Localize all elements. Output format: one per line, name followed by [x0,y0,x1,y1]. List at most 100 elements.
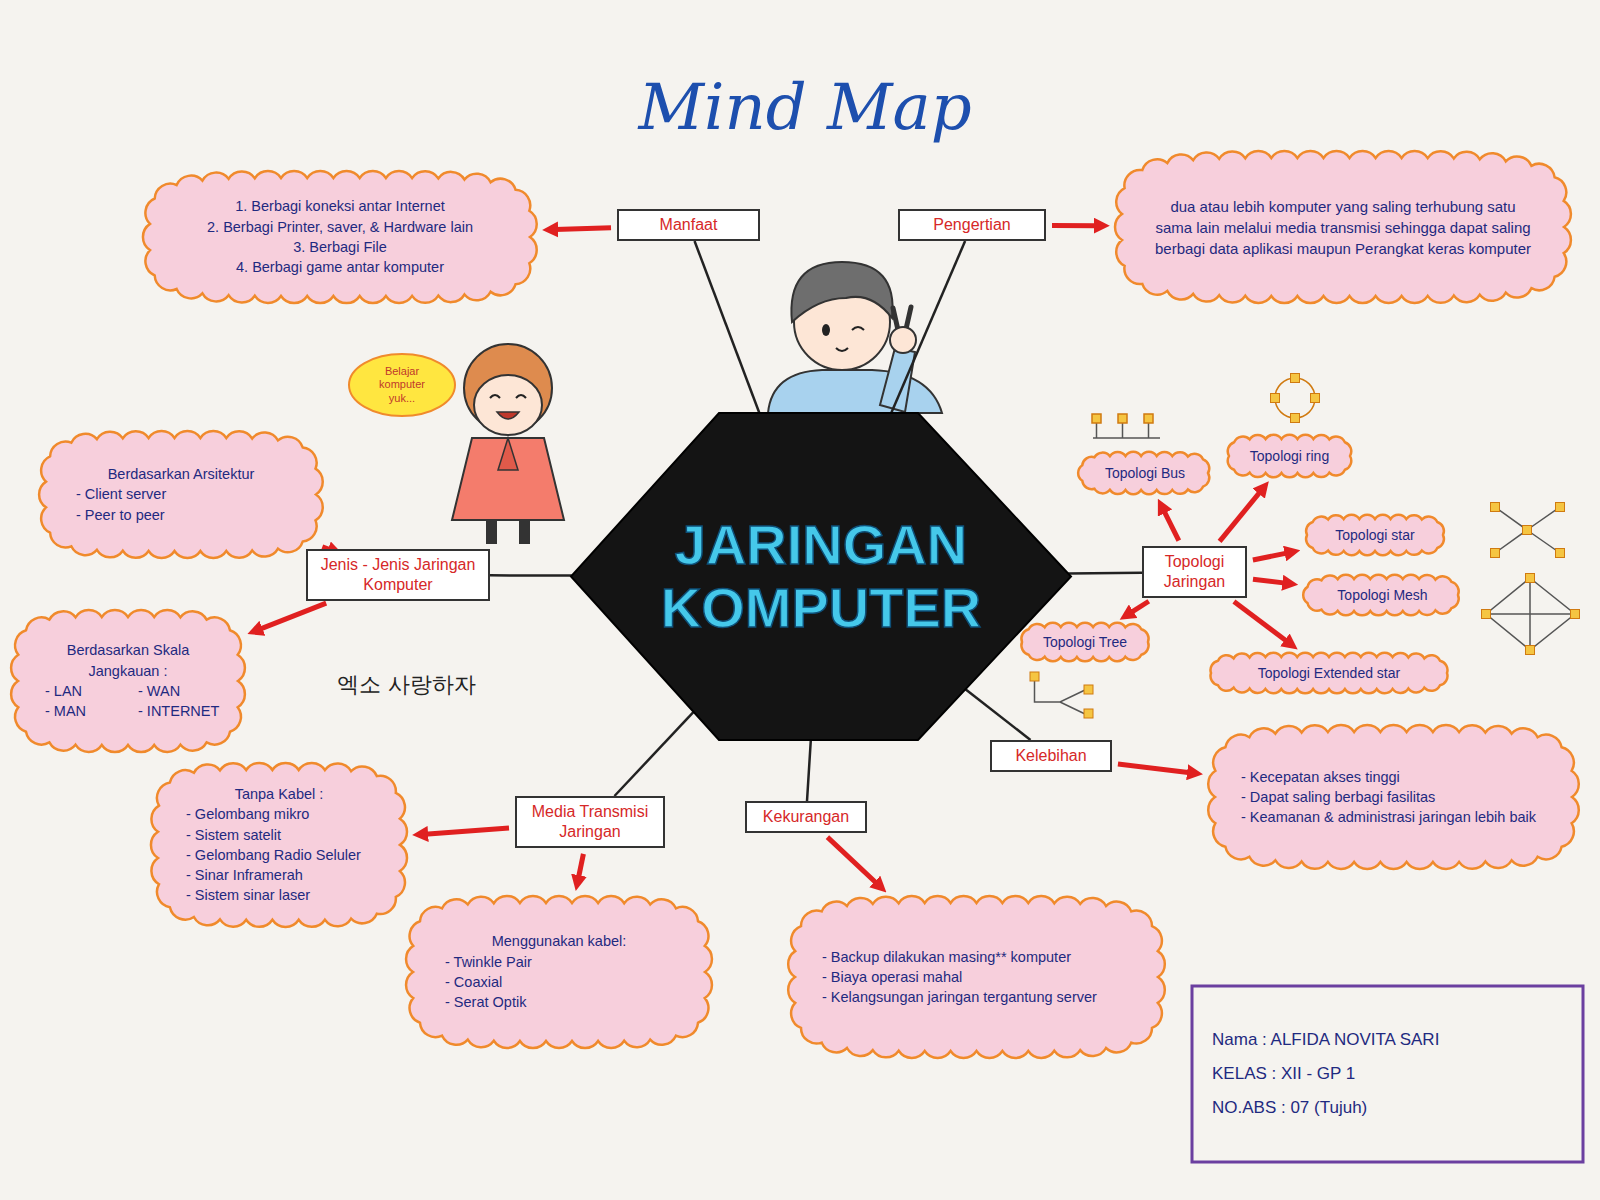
node-text: Kelebihan [1000,746,1102,766]
ring-topology-icon [1271,374,1320,423]
node-text: Tanpa Kabel : [176,784,382,804]
red-arrow [1052,223,1097,228]
red-arrow [425,828,509,834]
node-text: - Gelombang mikro [176,804,382,824]
branch-line [891,241,965,413]
boy-mouth [836,348,848,351]
branch-line [695,241,760,413]
node-text: Jenis - Jenis Jaringan Komputer [316,555,480,595]
red-arrow [1220,491,1261,541]
benefit-cloud: 1. Berbagi koneksi antar Internet2. Berb… [140,168,540,306]
node-text: Topologi Jaringan [1152,552,1237,592]
node-text: - Backup dilakukan masing** komputer [822,947,1131,967]
node-square [1271,394,1280,403]
cloud-shape [39,431,323,558]
node-square [1084,685,1093,694]
branch-line [965,689,1030,740]
node-text: KELAS : XII - GP 1 [1212,1057,1563,1091]
advantage-cloud: - Kecepatan akses tinggi- Dapat saling b… [1205,722,1582,872]
girl-collar [498,438,518,470]
branch-line [490,574,572,577]
node-square [1030,672,1039,681]
hexagon-shape [571,413,1071,740]
tree-wire [1035,681,1086,714]
boy-figure [768,262,942,413]
node-text: Topologi star [1321,526,1429,544]
node-square [1523,526,1532,535]
node-text: - Peer to peer [66,505,296,525]
box-shape [746,802,866,832]
girl-leg [519,520,530,544]
central-hexagon: JARINGAN KOMPUTER [571,413,1071,740]
node-text: JARINGAN KOMPUTER [641,514,1001,639]
red-arrow [1234,602,1288,642]
cloud-shape [788,896,1165,1058]
branch-label: Kelebihan [990,740,1112,772]
cloud-shape [1208,725,1579,869]
node-square [1526,646,1535,655]
node-square [1092,414,1101,423]
cloud-outline [140,168,540,306]
branch-label: Media Transmisi Jaringan [515,796,665,848]
node-text: 4. Berbagi game antar komputer [178,257,502,277]
node-text: - Twinkle Pair [435,952,683,972]
disadvantage-cloud: - Backup dilakukan masing** komputer- Bi… [785,893,1168,1061]
box-shape [307,550,489,600]
node-text: Topologi Mesh [1322,586,1443,604]
box-shape [1143,547,1246,597]
boy-wink [852,327,864,330]
box-shape [899,210,1045,240]
girl-mouth [497,412,519,419]
red-arrow [1118,764,1190,773]
cloud-shape [1306,515,1444,555]
node-text: Manfaat [627,215,750,235]
node-square [1526,574,1535,583]
bubble-shape [349,354,455,416]
bus-wire [1093,423,1160,438]
red-arrow [259,603,326,629]
red-arrow [1130,601,1148,613]
cloud-shape [1115,151,1571,303]
node-text: Kekurangan [755,807,857,827]
mesh-wire [1486,578,1575,650]
branch-line [807,740,811,801]
architecture-cloud: Berdasarkan Arsitektur- Client server- P… [36,428,326,561]
node-square [1291,414,1300,423]
node-text: - Sinar Inframerah [176,865,382,885]
cloud-shape [11,610,245,752]
student-info-box: Nama : ALFIDA NOVITA SARIKELAS : XII - G… [1190,984,1585,1164]
node-text: dua atau lebih komputer yang saling terh… [1154,196,1532,259]
cloud-shape [1303,575,1458,616]
node-text: Berdasarkan Arsitektur [66,464,296,484]
cloud-outline [8,607,248,755]
topology-cloud: Topologi star [1300,512,1450,558]
box-shape [618,210,759,240]
red-arrow [1164,510,1179,540]
node-text: Menggunakan kabel: [435,931,683,951]
mesh-topology-icon [1482,574,1580,655]
node-text: - MAN [35,701,128,721]
cloud-shape [406,896,712,1048]
box-shape [516,797,664,847]
branch-label: Jenis - Jenis Jaringan Komputer [306,549,490,601]
node-text: - Gelombang Radio Seluler [176,845,382,865]
girl-eyes [490,395,526,398]
ring-wire [1275,378,1315,418]
topology-cloud: Topologi Mesh [1300,572,1465,618]
cable-cloud: Menggunakan kabel:- Twinkle Pair- Coaxia… [403,893,715,1051]
red-arrow [1253,579,1286,583]
red-arrow [827,837,877,884]
cloud-shape [1021,623,1148,662]
branch-label: Pengertian [898,209,1046,241]
node-text: - Kecepatan akses tinggi [1241,767,1546,787]
node-text: - WAN [128,681,221,701]
speech-bubble: Belajar komputer yuk... [347,352,457,418]
node-text: - Sistem sinar laser [176,885,382,905]
red-arrow [555,228,611,230]
branch-label: Manfaat [617,209,760,241]
branch-label: Topologi Jaringan [1142,546,1247,598]
red-arrow [578,854,583,878]
node-text: Media Transmisi Jaringan [525,802,655,842]
node-square [1291,374,1300,383]
node-square [1556,549,1565,558]
